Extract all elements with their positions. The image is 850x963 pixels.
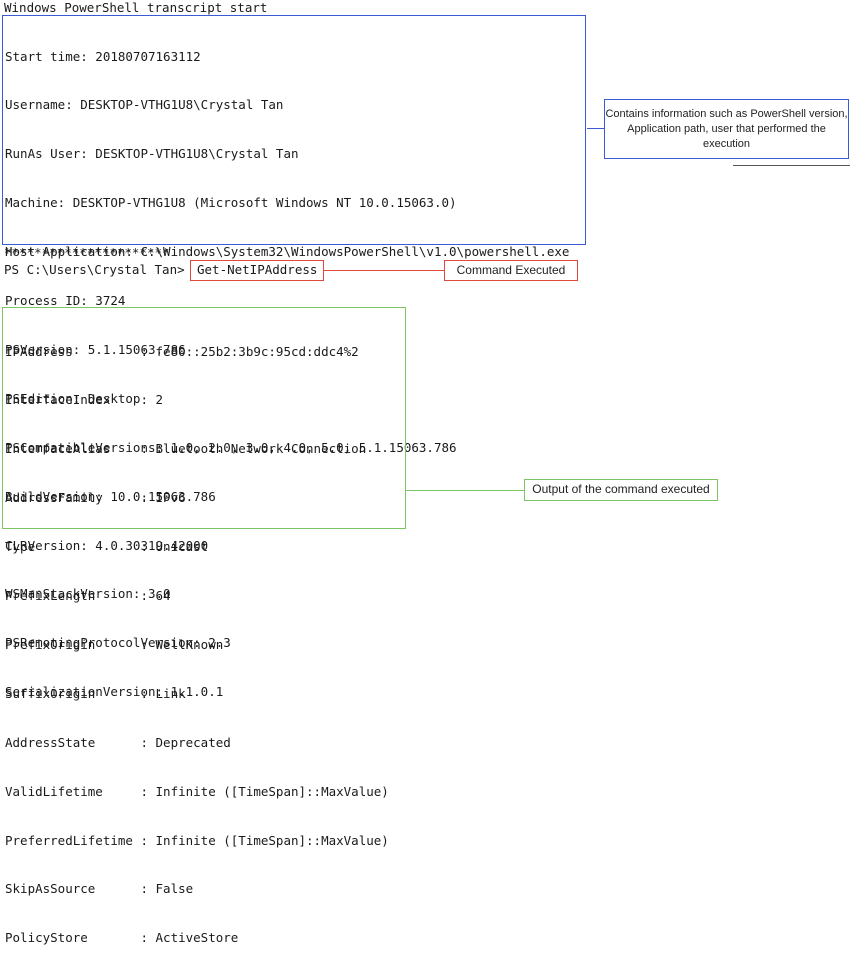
output-line: InterfaceAlias : Bluetooth Network Conne… <box>5 441 367 457</box>
output-callout: Output of the command executed <box>524 479 718 501</box>
executed-command: Get-NetIPAddress <box>197 262 318 277</box>
transcript-line: Process ID: 3724 <box>5 293 126 309</box>
output-line: IPAddress : fe80::25b2:3b9c:95cd:ddc4%2 <box>5 343 359 359</box>
output-line: AddressFamily : IPv6 <box>5 490 186 506</box>
info-callout: Contains information such as PowerShell … <box>604 99 849 159</box>
info-callout-underline <box>733 165 850 166</box>
transcript-line: Username: DESKTOP-VTHG1U8\Crystal Tan <box>5 97 284 113</box>
transcript-line: PSVersion: 5.1.15063.786 <box>5 341 186 357</box>
output-line: AddressState : Deprecated <box>5 734 231 750</box>
output-connector-line <box>406 490 524 491</box>
info-connector-line <box>587 128 604 129</box>
output-line: SuffixOrigin : Link <box>5 685 186 701</box>
transcript-line: Start time: 20180707163112 <box>5 48 201 64</box>
transcript-header: Windows PowerShell transcript start <box>4 0 268 15</box>
command-connector-line <box>324 270 444 271</box>
transcript-separator: ********************** <box>4 245 170 260</box>
output-line: Type : Unicast <box>5 539 209 555</box>
command-callout: Command Executed <box>444 260 578 281</box>
output-line: PreferredLifetime : Infinite ([TimeSpan]… <box>5 832 389 848</box>
transcript-line: RunAs User: DESKTOP-VTHG1U8\Crystal Tan <box>5 146 299 162</box>
transcript-line: Machine: DESKTOP-VTHG1U8 (Microsoft Wind… <box>5 195 457 211</box>
transcript-line: PSCompatibleVersions: 1.0, 2.0, 3.0, 4.0… <box>5 439 457 455</box>
output-line: InterfaceIndex : 2 <box>5 392 164 408</box>
transcript-line: PSEdition: Desktop <box>5 390 141 406</box>
command-highlight-box <box>190 260 324 281</box>
output-line: ValidLifetime : Infinite ([TimeSpan]::Ma… <box>5 783 389 799</box>
transcript-line: BuildVersion: 10.0.15063.786 <box>5 488 216 504</box>
shell-prompt: PS C:\Users\Crystal Tan> <box>4 262 185 277</box>
output-line: PrefixLength : 64 <box>5 588 171 604</box>
transcript-info-box <box>2 15 586 245</box>
command-output-lines: IPAddress : fe80::25b2:3b9c:95cd:ddc4%2 … <box>5 311 389 963</box>
output-line: SkipAsSource : False <box>5 881 194 897</box>
output-line: PrefixOrigin : WellKnown <box>5 636 224 652</box>
transcript-line: Host Application: C:\Windows\System32\Wi… <box>5 244 570 260</box>
output-line: PolicyStore : ActiveStore <box>5 930 239 946</box>
